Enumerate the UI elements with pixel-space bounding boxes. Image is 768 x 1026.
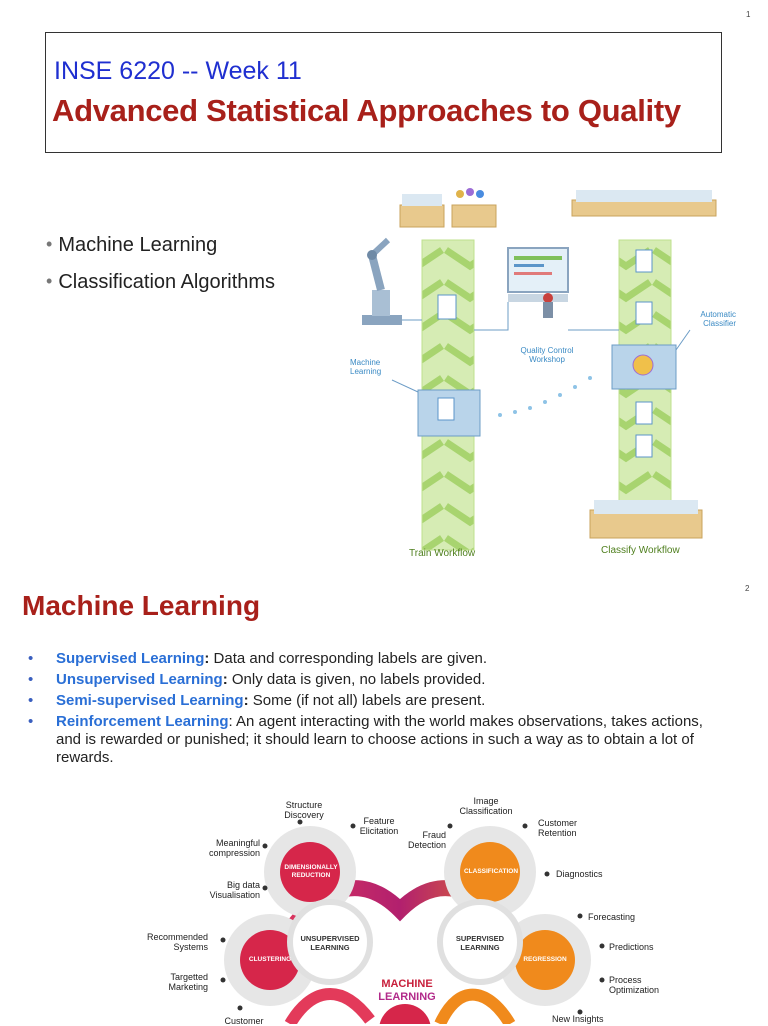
leaf-predictions: Predictions xyxy=(609,942,654,952)
ml-machine-icon xyxy=(417,389,481,437)
list-item: •Reinforcement Learning: An agent intera… xyxy=(28,713,703,766)
robot-arm-icon xyxy=(362,237,402,325)
workflow-illustration xyxy=(362,188,717,551)
course-title: INSE 6220 -- Week 11 xyxy=(54,57,302,85)
ml-diagram xyxy=(220,819,605,1024)
leaf-forecasting: Forecasting xyxy=(588,912,636,922)
ml-types-list: •Supervised Learning: Data and correspon… xyxy=(28,650,708,770)
clustering-label: CLUSTERING xyxy=(248,956,292,963)
page-number-1: 1 xyxy=(746,10,751,19)
title-box: INSE 6220 -- Week 11 Advanced Statistica… xyxy=(45,32,722,153)
regression-label: REGRESSION xyxy=(523,956,567,963)
bullet-item: •Classification Algorithms xyxy=(46,271,276,293)
slide1-bullets: •Machine Learning •Classification Algori… xyxy=(46,234,275,308)
quality-control-monitor-icon xyxy=(507,247,569,318)
leaf-diagnostics: Diagnostics xyxy=(556,869,603,879)
list-item: •Supervised Learning: Data and correspon… xyxy=(28,650,488,667)
page-title: Advanced Statistical Approaches to Quali… xyxy=(52,93,681,128)
bullet-item: •Machine Learning xyxy=(46,234,218,256)
list-item: •Unsupervised Learning: Only data is giv… xyxy=(28,671,486,688)
leaf-customer: Customer xyxy=(224,1016,264,1026)
list-item: •Semi-supervised Learning: Some (if not … xyxy=(28,692,486,709)
classification-label: CLASSIFICATION xyxy=(463,868,519,875)
section-title: Machine Learning xyxy=(22,590,261,621)
train-workflow-label: Train Workflow xyxy=(409,548,476,559)
classify-workflow-label: Classify Workflow xyxy=(601,545,680,556)
data-box-icon xyxy=(399,188,717,539)
leaf-new-insights: New Insights xyxy=(552,1014,604,1024)
page-number-2: 2 xyxy=(745,584,750,593)
classifier-machine-icon xyxy=(611,344,677,390)
